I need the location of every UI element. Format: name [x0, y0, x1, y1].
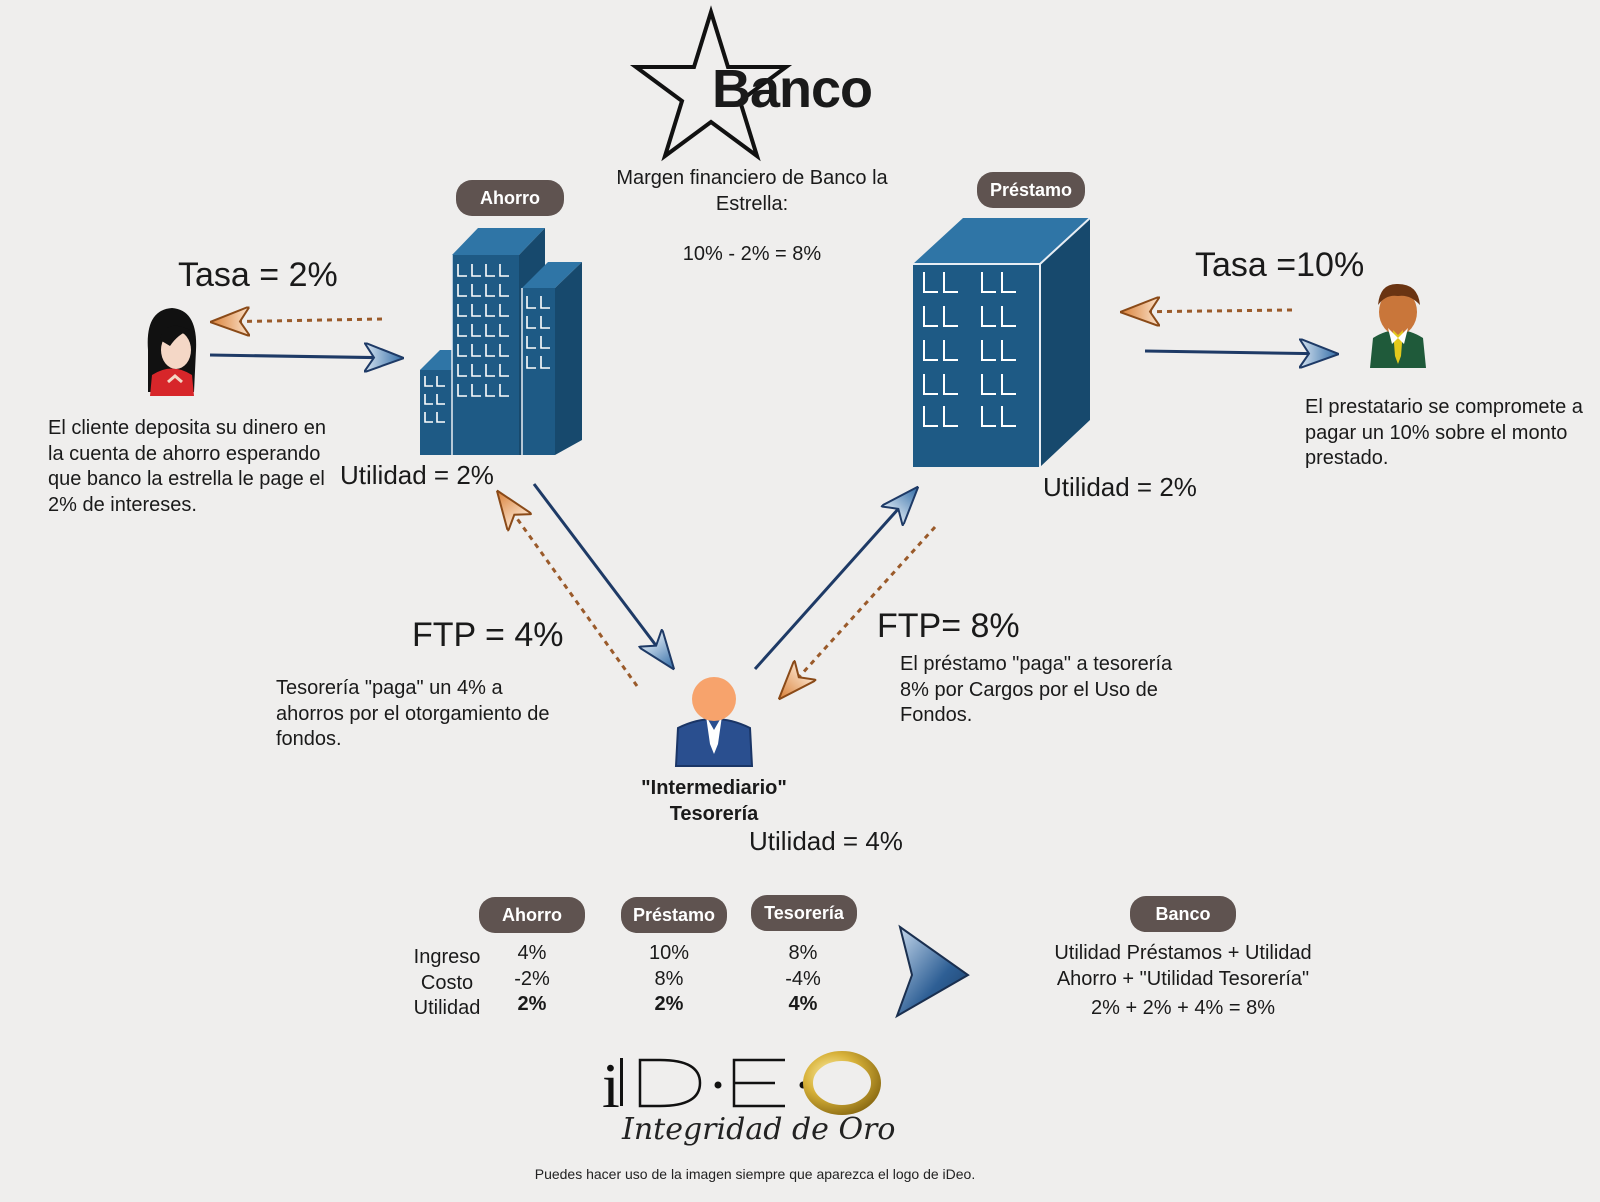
- star-icon: [629, 5, 793, 162]
- table-column-tesoreria: 8% -4% 4%: [773, 941, 833, 1018]
- row-label-utilidad: Utilidad: [413, 997, 481, 1019]
- page-title: Banco: [712, 59, 873, 119]
- arrow-tesoreria-to-prestamo: [753, 488, 917, 671]
- arrow-prestamo-to-borrower: [1144, 351, 1337, 354]
- row-label-ingreso: Ingreso: [413, 946, 481, 968]
- banco-summary: Utilidad Préstamos + Utilidad Ahorro + "…: [1033, 941, 1333, 1022]
- ahorro-rate: Tasa = 2%: [178, 256, 338, 294]
- table-header-prestamo: Préstamo: [621, 897, 727, 933]
- table-cell: 8%: [788, 942, 818, 964]
- table-column-prestamo: 10% 8% 2%: [639, 941, 699, 1018]
- logo-tagline: Integridad de Oro: [622, 1112, 896, 1147]
- ftp-left-description: Tesorería "paga" un 4% a ahorros por el …: [276, 677, 550, 750]
- banco-summary-formula: 2% + 2% + 4% = 8%: [1090, 997, 1275, 1019]
- play-arrow-icon: [895, 924, 970, 1019]
- table-column-ahorro: 4% -2% 2%: [502, 941, 562, 1018]
- table-cell: -2%: [514, 967, 550, 990]
- arrow-borrower-to-prestamo: [1122, 310, 1293, 312]
- prestamo-description: El prestatario se compromete a pagar un …: [1305, 396, 1583, 469]
- table-cell: 10%: [648, 942, 690, 964]
- tesoreria-utility: Utilidad = 4%: [749, 826, 903, 856]
- arrow-ahorro-to-tesoreria: [532, 483, 673, 668]
- table-cell: 2%: [517, 993, 547, 1015]
- ahorro-label: Ahorro: [456, 180, 564, 216]
- treasury-person-icon: [674, 677, 754, 767]
- arrow-prestamo-to-tesoreria: [780, 525, 937, 698]
- building-icon: [420, 228, 582, 455]
- banco-summary-line2: Ahorro + "Utilidad Tesorería": [1056, 967, 1310, 990]
- table-cell: -4%: [785, 967, 821, 990]
- table-header-tesoreria: Tesorería: [751, 895, 857, 931]
- table-row-labels: Ingreso Costo Utilidad: [405, 945, 489, 1022]
- banco-summary-line1: Utilidad Préstamos + Utilidad: [1054, 942, 1312, 964]
- tesoreria-name-line1: "Intermediario": [641, 777, 787, 799]
- banco-summary-label: Banco: [1130, 896, 1236, 932]
- arrow-client-to-ahorro: [209, 355, 402, 358]
- ftp-right-value: FTP= 8%: [877, 607, 1020, 645]
- table-cell: 2%: [654, 993, 684, 1015]
- prestamo-utility: Utilidad = 2%: [1043, 472, 1197, 502]
- prestamo-label: Préstamo: [977, 172, 1085, 208]
- footer-note: Puedes hacer uso de la imagen siempre qu…: [534, 1166, 976, 1182]
- gold-ring-logo: i: [602, 1050, 881, 1121]
- man-borrower-icon: [1370, 283, 1426, 368]
- arrow-ahorro-to-client: [212, 319, 383, 322]
- row-label-costo: Costo: [420, 971, 474, 994]
- table-cell: 4%: [788, 993, 818, 1015]
- building-icon: [913, 217, 1091, 467]
- tesoreria-name-line2: Tesorería: [669, 802, 759, 825]
- table-cell: 4%: [517, 942, 547, 964]
- margin-caption: Margen financiero de Banco la Estrella:: [616, 167, 888, 215]
- ahorro-utility: Utilidad = 2%: [340, 460, 494, 490]
- ftp-left-value: FTP = 4%: [412, 616, 564, 654]
- prestamo-rate: Tasa =10%: [1195, 246, 1365, 284]
- table-header-ahorro: Ahorro: [479, 897, 585, 933]
- arrow-tesoreria-to-ahorro: [498, 492, 639, 687]
- ahorro-description: El cliente deposita su dinero en la cuen…: [48, 417, 326, 516]
- table-cell: 8%: [654, 967, 684, 990]
- woman-client-icon: [147, 308, 197, 396]
- tesoreria-name: "Intermediario" Tesorería: [614, 776, 814, 827]
- ftp-right-description: El préstamo "paga" a tesorería 8% por Ca…: [900, 653, 1173, 726]
- svg-text:i: i: [602, 1050, 620, 1121]
- margin-formula: 10% - 2% = 8%: [682, 243, 822, 265]
